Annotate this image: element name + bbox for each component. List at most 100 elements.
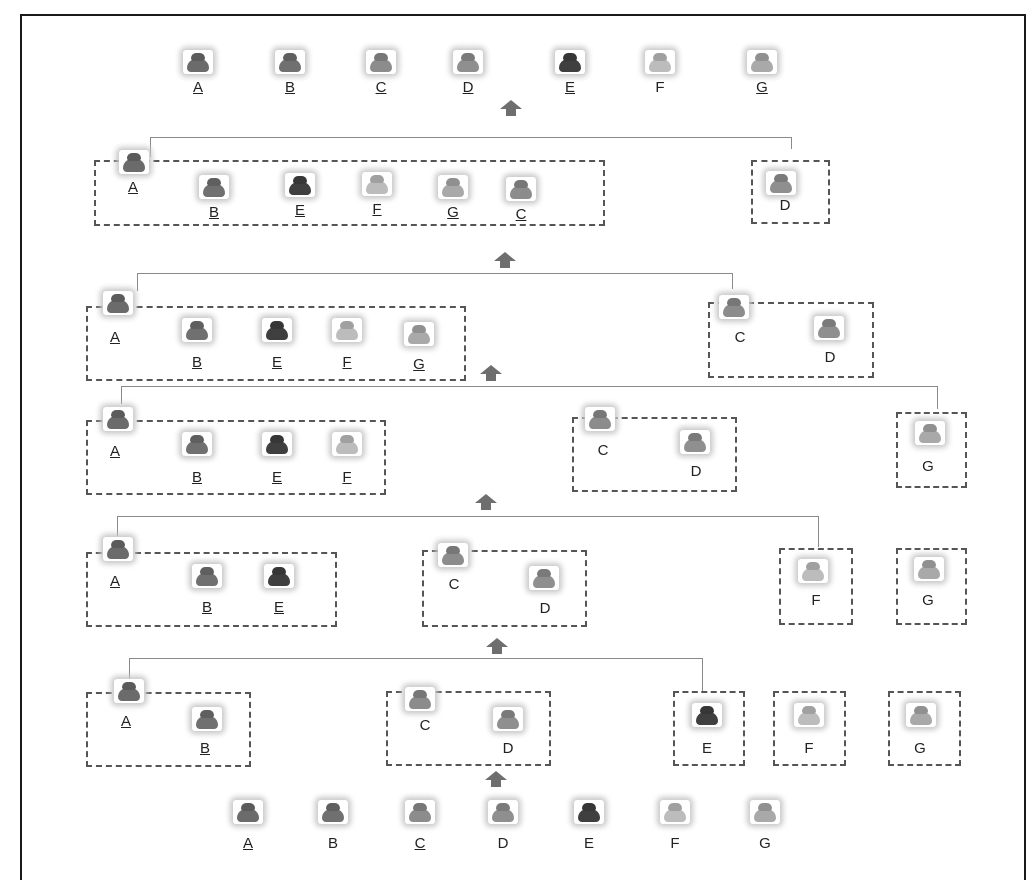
person-icon: [914, 557, 944, 581]
person-icon: [645, 50, 675, 74]
person-icon: [262, 432, 292, 456]
person-head-shape: [270, 435, 284, 443]
item-label: A: [242, 835, 253, 852]
item-label: E: [271, 354, 282, 371]
person-head-shape: [340, 435, 354, 443]
person-head-shape: [122, 682, 136, 690]
person-body-shape: [203, 184, 225, 197]
item-label: G: [914, 740, 926, 757]
person-body-shape: [123, 159, 145, 172]
person-head-shape: [700, 706, 714, 714]
merge-connector-stem: [150, 137, 151, 157]
merge-connector-line: [129, 658, 702, 659]
person-body-shape: [118, 688, 140, 701]
person-body-shape: [266, 441, 288, 454]
person-body-shape: [910, 712, 932, 725]
merge-connector-stem: [818, 516, 819, 547]
item-label: C: [419, 717, 431, 734]
person-body-shape: [664, 809, 686, 822]
person-head-shape: [374, 53, 388, 61]
cluster-group-box: [896, 412, 967, 488]
item-label: A: [120, 713, 131, 730]
person-head-shape: [200, 567, 214, 575]
person-head-shape: [111, 294, 125, 302]
item-label: A: [109, 329, 120, 346]
person-body-shape: [751, 59, 773, 72]
person-body-shape: [336, 327, 358, 340]
item-label: A: [192, 79, 203, 96]
person-icon: [798, 559, 828, 583]
cluster-group-box: [888, 691, 961, 766]
cluster-group-box: [86, 552, 337, 627]
person-head-shape: [111, 540, 125, 548]
person-body-shape: [818, 325, 840, 338]
merge-connector-stem: [121, 386, 122, 404]
person-body-shape: [187, 59, 209, 72]
item-label: F: [372, 201, 382, 218]
cluster-group-box: [779, 548, 853, 625]
person-head-shape: [514, 180, 528, 188]
item-label: G: [922, 458, 934, 475]
cluster-group-box: [673, 691, 745, 766]
person-icon: [264, 564, 294, 588]
person-body-shape: [268, 573, 290, 586]
person-head-shape: [582, 803, 596, 811]
person-body-shape: [107, 546, 129, 559]
item-label: E: [273, 599, 284, 616]
cluster-group-box: [708, 302, 874, 378]
person-icon: [103, 537, 133, 561]
item-label: D: [779, 197, 791, 214]
person-body-shape: [289, 182, 311, 195]
person-icon: [453, 50, 483, 74]
item-label: G: [447, 204, 459, 221]
person-head-shape: [272, 567, 286, 575]
merge-connector-stem: [129, 658, 130, 680]
item-label: B: [208, 204, 219, 221]
person-head-shape: [326, 803, 340, 811]
person-body-shape: [107, 300, 129, 313]
person-body-shape: [279, 59, 301, 72]
person-head-shape: [270, 321, 284, 329]
item-label: D: [690, 463, 702, 480]
person-body-shape: [919, 430, 941, 443]
item-label: F: [342, 469, 352, 486]
item-label: E: [701, 740, 712, 757]
person-icon: [182, 432, 212, 456]
person-body-shape: [408, 331, 430, 344]
person-body-shape: [442, 552, 464, 565]
person-head-shape: [537, 569, 551, 577]
up-arrow-icon: [486, 638, 508, 654]
person-head-shape: [822, 319, 836, 327]
item-label: F: [670, 835, 680, 852]
merge-connector-line: [150, 137, 791, 138]
person-icon: [750, 800, 780, 824]
person-head-shape: [413, 803, 427, 811]
item-label: B: [199, 740, 210, 757]
person-icon: [719, 295, 749, 319]
person-body-shape: [409, 696, 431, 709]
merge-connector-line: [117, 516, 818, 517]
person-head-shape: [501, 710, 515, 718]
person-head-shape: [688, 433, 702, 441]
item-label: D: [502, 740, 514, 757]
item-label: E: [564, 79, 575, 96]
item-label: F: [655, 79, 665, 96]
person-icon: [794, 703, 824, 727]
merge-connector-stem: [791, 137, 792, 149]
person-body-shape: [589, 416, 611, 429]
person-head-shape: [190, 321, 204, 329]
person-head-shape: [241, 803, 255, 811]
cluster-group-box: [86, 420, 386, 495]
person-icon: [585, 407, 615, 431]
item-label: C: [734, 329, 746, 346]
person-icon: [488, 800, 518, 824]
person-icon: [182, 318, 212, 342]
person-head-shape: [727, 298, 741, 306]
person-body-shape: [723, 304, 745, 317]
person-icon: [747, 50, 777, 74]
person-body-shape: [684, 439, 706, 452]
person-icon: [555, 50, 585, 74]
person-body-shape: [696, 712, 718, 725]
item-label: E: [294, 202, 305, 219]
person-icon: [192, 707, 222, 731]
